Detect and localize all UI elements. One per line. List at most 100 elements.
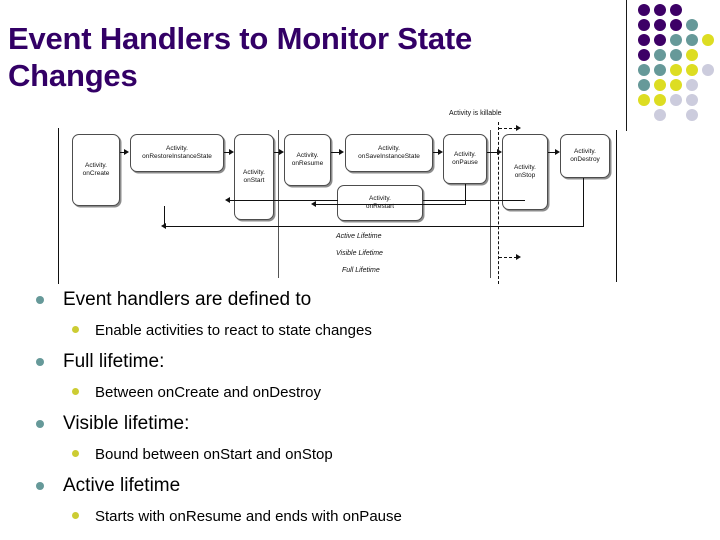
bullet-marker-icon — [36, 358, 44, 366]
decoration-dot — [670, 79, 682, 91]
box-onsave-line1: Activity. — [378, 145, 400, 152]
diagram-left-spine — [58, 128, 59, 284]
decoration-dot — [686, 19, 698, 31]
bullet-text: Bound between onStart and onStop — [95, 446, 333, 463]
box-ondestroy-line2: onDestroy — [570, 156, 600, 163]
decoration-dot — [638, 64, 650, 76]
decoration-dot — [686, 109, 698, 121]
bullet-item-level1: Visible lifetime: — [36, 410, 626, 441]
arrow-onresume-to-onsave-head — [339, 149, 344, 155]
box-onpause-line2: onPause — [452, 159, 478, 166]
bullet-marker-icon — [36, 420, 44, 428]
arrow-onpause-to-onstop-head — [497, 149, 502, 155]
feedback-onrestart-to-onstart-head — [225, 197, 230, 203]
activity-killable-label: Activity is killable — [449, 110, 502, 117]
killable-arrow-top-head — [516, 125, 521, 131]
decoration-dot — [670, 4, 682, 16]
diagram-box-onsaveinstancestate[interactable]: Activity. onSaveInstanceState — [345, 134, 433, 172]
bullet-list: Event handlers are defined to Enable act… — [36, 286, 626, 534]
arrow-onstop-to-ondestroy-head — [555, 149, 560, 155]
lifetime-label-active: Active Lifetime — [336, 233, 382, 240]
diagram-box-onrestart[interactable]: Activity. onRestart — [337, 185, 423, 221]
decoration-dot — [702, 34, 714, 46]
diagram-box-onstop[interactable]: Activity. onStop — [502, 134, 548, 210]
box-onresume-line2: onResume — [291, 160, 324, 167]
decoration-dot — [654, 19, 666, 31]
bullet-marker-icon — [72, 512, 79, 519]
box-oncreate-line1: Activity. — [85, 162, 107, 169]
bullet-item-level2: Bound between onStart and onStop — [72, 441, 626, 472]
bullet-item-level1: Event handlers are defined to — [36, 286, 626, 317]
arrow-oncreate-to-onrestore-head — [124, 149, 129, 155]
decoration-dot — [686, 79, 698, 91]
return-line-oncreate-riser — [164, 206, 165, 227]
bullet-text: Active lifetime — [63, 475, 181, 496]
decoration-dot — [654, 64, 666, 76]
arrow-oncreate-to-onrestore-stem — [120, 152, 125, 153]
box-onstart-line2: onStart — [243, 177, 265, 184]
bullet-marker-icon — [72, 450, 79, 457]
diagram-box-onstart[interactable]: Activity. onStart — [234, 134, 274, 220]
feedback-onpause-down — [465, 184, 466, 205]
killable-arrow-bottom-stem — [499, 257, 517, 258]
arrow-onrestore-to-onstart-head — [229, 149, 234, 155]
bullet-item-level2: Starts with onResume and ends with onPau… — [72, 503, 626, 534]
diagram-visible-right-spine — [490, 130, 491, 278]
decoration-dot — [670, 19, 682, 31]
activity-killable-dashed-line — [498, 122, 499, 284]
diagram-box-oncreate[interactable]: Activity. onCreate — [72, 134, 120, 206]
decoration-dot — [638, 34, 650, 46]
bullet-item-level1: Active lifetime — [36, 472, 626, 503]
diagram-box-onpause[interactable]: Activity. onPause — [443, 134, 487, 184]
diagram-box-ondestroy[interactable]: Activity. onDestroy — [560, 134, 610, 178]
box-onsave-line2: onSaveInstanceState — [358, 153, 420, 160]
arrow-onstart-to-onresume-stem — [274, 152, 280, 153]
diagram-box-onrestoreinstancestate[interactable]: Activity. onRestoreInstanceState — [130, 134, 224, 172]
decoration-dot — [638, 49, 650, 61]
return-line-bottom-long — [164, 226, 584, 227]
decoration-dot — [670, 94, 682, 106]
decoration-dot — [654, 79, 666, 91]
return-line-bottom-long-head — [161, 223, 166, 229]
diagram-right-spine — [616, 130, 617, 282]
decoration-dot — [686, 64, 698, 76]
activity-lifecycle-diagram: Activity is killable Activity. onCreate … — [56, 104, 624, 284]
box-onstop-line1: Activity. — [514, 164, 536, 171]
arrow-onpause-to-onstop-stem — [487, 152, 499, 153]
killable-arrow-bottom-head — [516, 254, 521, 260]
box-onresume-line1: Activity. — [296, 152, 319, 159]
decoration-dot — [654, 49, 666, 61]
arrow-onsave-to-onpause-head — [438, 149, 443, 155]
bullet-marker-icon — [36, 296, 44, 304]
feedback-onpause-to-onresume-head — [311, 201, 316, 207]
decoration-dot — [654, 94, 666, 106]
arrow-onstart-to-onresume-head — [279, 149, 284, 155]
box-onstop-line2: onStop — [514, 172, 536, 179]
decoration-dot — [654, 34, 666, 46]
page-title: Event Handlers to Monitor State Changes — [8, 21, 473, 93]
arrow-onstop-to-ondestroy-stem — [548, 152, 556, 153]
decoration-dot — [638, 94, 650, 106]
bullet-text: Starts with onResume and ends with onPau… — [95, 508, 402, 525]
decoration-dot — [686, 49, 698, 61]
bullet-text: Between onCreate and onDestroy — [95, 384, 321, 401]
box-oncreate-line2: onCreate — [82, 170, 110, 177]
bullet-item-level2: Between onCreate and onDestroy — [72, 379, 626, 410]
diagram-box-onresume[interactable]: Activity. onResume — [284, 134, 331, 186]
decoration-dot — [638, 19, 650, 31]
decoration-dot — [686, 94, 698, 106]
decoration-dot — [670, 49, 682, 61]
box-onpause-line1: Activity. — [454, 151, 476, 158]
decoration-dot — [670, 64, 682, 76]
arrow-onresume-to-onsave-stem — [331, 152, 340, 153]
decoration-dot — [670, 34, 682, 46]
dot-matrix-decoration — [638, 4, 718, 122]
lifetime-label-visible: Visible Lifetime — [336, 250, 383, 257]
decoration-vertical-rule — [626, 0, 627, 131]
decoration-dot — [702, 64, 714, 76]
bullet-item-level2: Enable activities to react to state chan… — [72, 317, 626, 348]
feedback-onpause-to-onresume-stem — [314, 204, 466, 205]
arrow-onsave-to-onpause-stem — [433, 152, 439, 153]
decoration-dot — [638, 4, 650, 16]
bullet-item-level1: Full lifetime: — [36, 348, 626, 379]
